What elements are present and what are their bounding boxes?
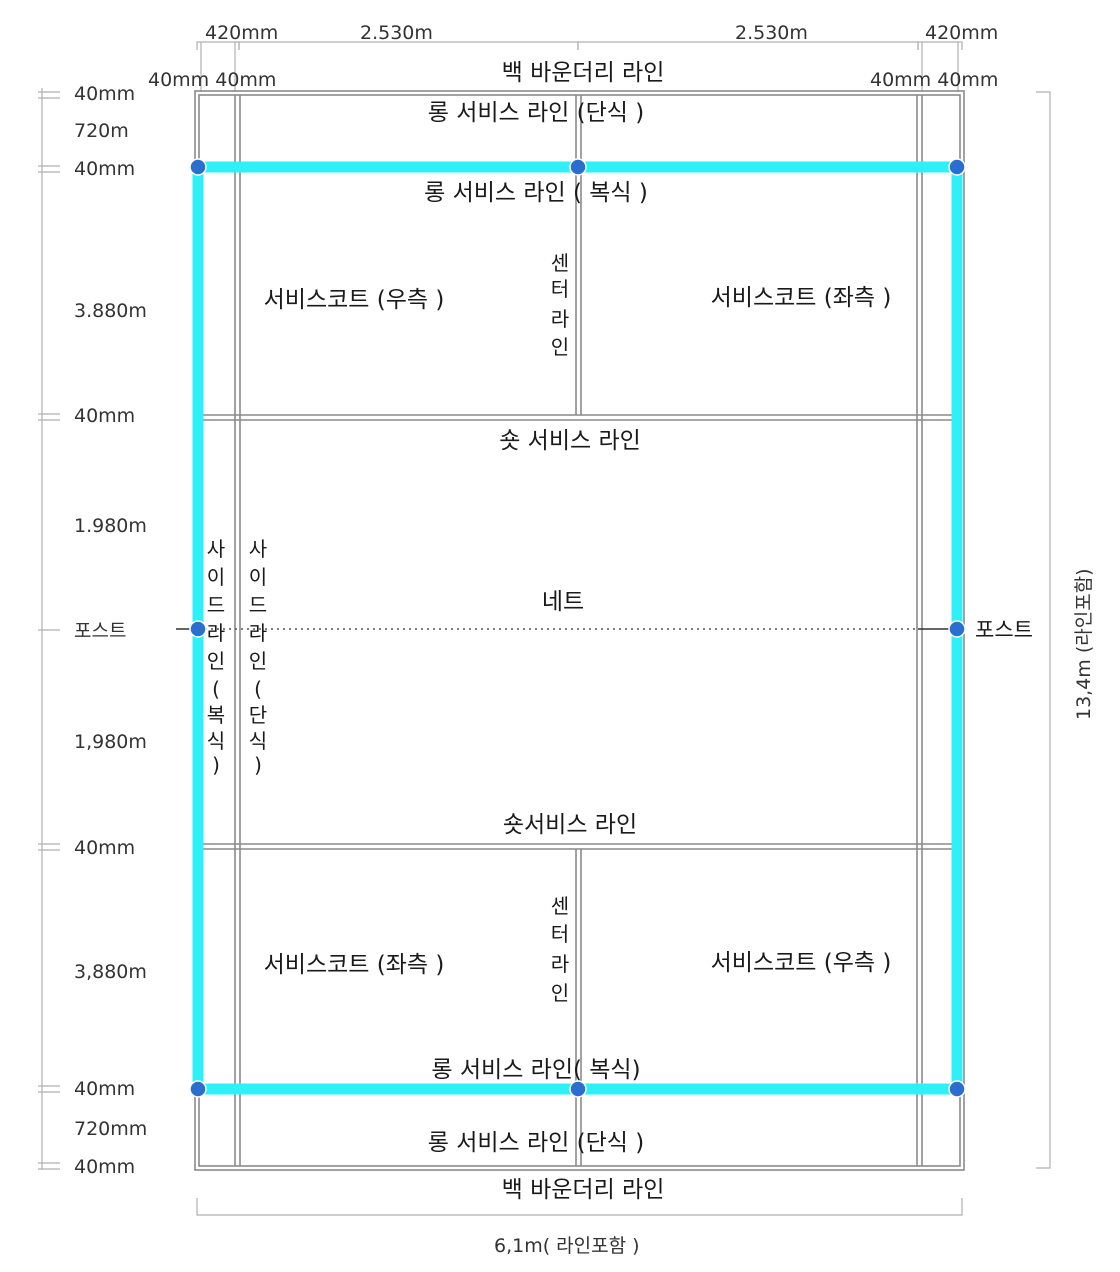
side-doubles-char: 이: [207, 565, 225, 589]
dim-left-12: 40mm: [74, 1156, 135, 1178]
dim-alley-right: 420mm: [925, 22, 998, 44]
side-singles-char: 라: [249, 621, 267, 645]
center-line-bottom-char: 센: [551, 894, 569, 918]
node-post-left: [189, 620, 207, 638]
side-doubles-char: ): [212, 753, 220, 777]
dim-alley-left: 420mm: [205, 22, 278, 44]
dim-half-left: 2.530m: [360, 22, 433, 44]
outer-boundary-inner: [198, 94, 961, 1167]
dim-left-post: 포스트: [74, 620, 126, 642]
center-line-top-char: 라: [551, 307, 569, 331]
dim-half-right: 2.530m: [735, 22, 808, 44]
center-line-bottom-char: 인: [551, 981, 569, 1005]
label-long-service-singles-top: 롱 서비스 라인 (단식 ): [428, 100, 644, 126]
bottom-dimension-bracket: [196, 1198, 963, 1216]
label-service-court-right-bottom: 서비스코트 (우측 ): [711, 950, 892, 976]
dim-left-1: 40mm: [74, 83, 135, 105]
label-center-line-bottom: 센 터 라 인: [551, 894, 569, 1005]
node-bottom-center: [569, 1080, 587, 1098]
side-singles-char: 식: [249, 729, 267, 753]
label-side-line-singles: 사 이 드 라 인 ( 단 식 ): [249, 537, 267, 777]
label-long-service-doubles-top: 롱 서비스 라인 ( 복식 ): [424, 180, 648, 206]
side-singles-char: 사: [249, 537, 267, 561]
dim-left-11: 720mm: [74, 1118, 147, 1140]
center-line-bottom-char: 터: [551, 922, 569, 946]
label-long-service-doubles-bottom: 롱 서비스 라인( 복식): [431, 1057, 640, 1083]
outer-boundary-outer: [194, 90, 965, 1171]
dim-left-3: 40mm: [74, 158, 135, 180]
label-short-service-bottom: 숏서비스 라인: [503, 812, 637, 838]
dim-line-width-left: 40mm 40mm: [148, 69, 276, 91]
dim-bottom-total: 6,1m( 라인포함 ): [494, 1235, 640, 1257]
dim-left-8: 40mm: [74, 837, 135, 859]
dim-left-10: 40mm: [74, 1078, 135, 1100]
label-back-boundary-bottom: 백 바운더리 라인: [502, 1177, 665, 1203]
court-lines: [194, 90, 965, 1171]
center-line-top-char: 센: [551, 251, 569, 275]
side-doubles-char: 복: [207, 703, 225, 727]
dim-left-7: 1,980m: [74, 731, 147, 753]
center-line-top-char: 터: [551, 277, 569, 301]
dim-line-width-right: 40mm 40mm: [870, 69, 998, 91]
node-top-center: [569, 158, 587, 176]
dim-left-9: 3,880m: [74, 961, 147, 983]
side-singles-char: ): [254, 753, 262, 777]
dim-left-6: 1.980m: [74, 515, 147, 537]
right-dimension-bracket: [1036, 91, 1051, 1169]
side-doubles-char: 드: [207, 593, 225, 617]
center-line-top-char: 인: [551, 335, 569, 359]
label-short-service-top: 숏 서비스 라인: [499, 428, 641, 454]
side-doubles-char: 인: [207, 649, 225, 673]
center-line-bottom-char: 라: [551, 952, 569, 976]
left-dimension-scale: [38, 88, 60, 1170]
side-doubles-char: 사: [207, 537, 225, 561]
dim-left-5: 40mm: [74, 405, 135, 427]
dim-right-total: 13,4m (라인포함): [1073, 568, 1095, 720]
dim-left-4: 3.880m: [74, 300, 147, 322]
label-post-right: 포스트: [975, 618, 1033, 642]
label-service-court-right-top: 서비스코트 (우측 ): [264, 287, 445, 313]
label-service-court-left-bottom: 서비스코트 (좌측 ): [264, 952, 445, 978]
dim-left-2: 720m: [74, 120, 129, 142]
label-center-line-top: 센 터 라 인: [551, 251, 569, 359]
top-dimension-brackets: [196, 41, 963, 92]
label-back-boundary-top: 백 바운더리 라인: [502, 60, 665, 86]
side-doubles-char: (: [212, 677, 220, 701]
side-doubles-char: 식: [207, 729, 225, 753]
label-net: 네트: [542, 589, 584, 615]
node-bottom-left: [189, 1080, 207, 1098]
node-top-left: [189, 158, 207, 176]
boundary-nodes: [189, 158, 966, 1098]
side-singles-char: 이: [249, 565, 267, 589]
side-singles-char: 드: [249, 593, 267, 617]
node-top-right: [948, 158, 966, 176]
label-service-court-left-top: 서비스코트 (좌측 ): [711, 285, 892, 311]
node-bottom-right: [948, 1080, 966, 1098]
side-doubles-char: 라: [207, 621, 225, 645]
side-singles-char: 인: [249, 649, 267, 673]
label-long-service-singles-bottom: 롱 서비스 라인 (단식 ): [428, 1130, 644, 1156]
side-singles-char: 단: [249, 703, 267, 727]
node-post-right: [948, 620, 966, 638]
side-singles-char: (: [254, 677, 262, 701]
label-side-line-doubles: 사 이 드 라 인 ( 복 식 ): [207, 537, 225, 777]
